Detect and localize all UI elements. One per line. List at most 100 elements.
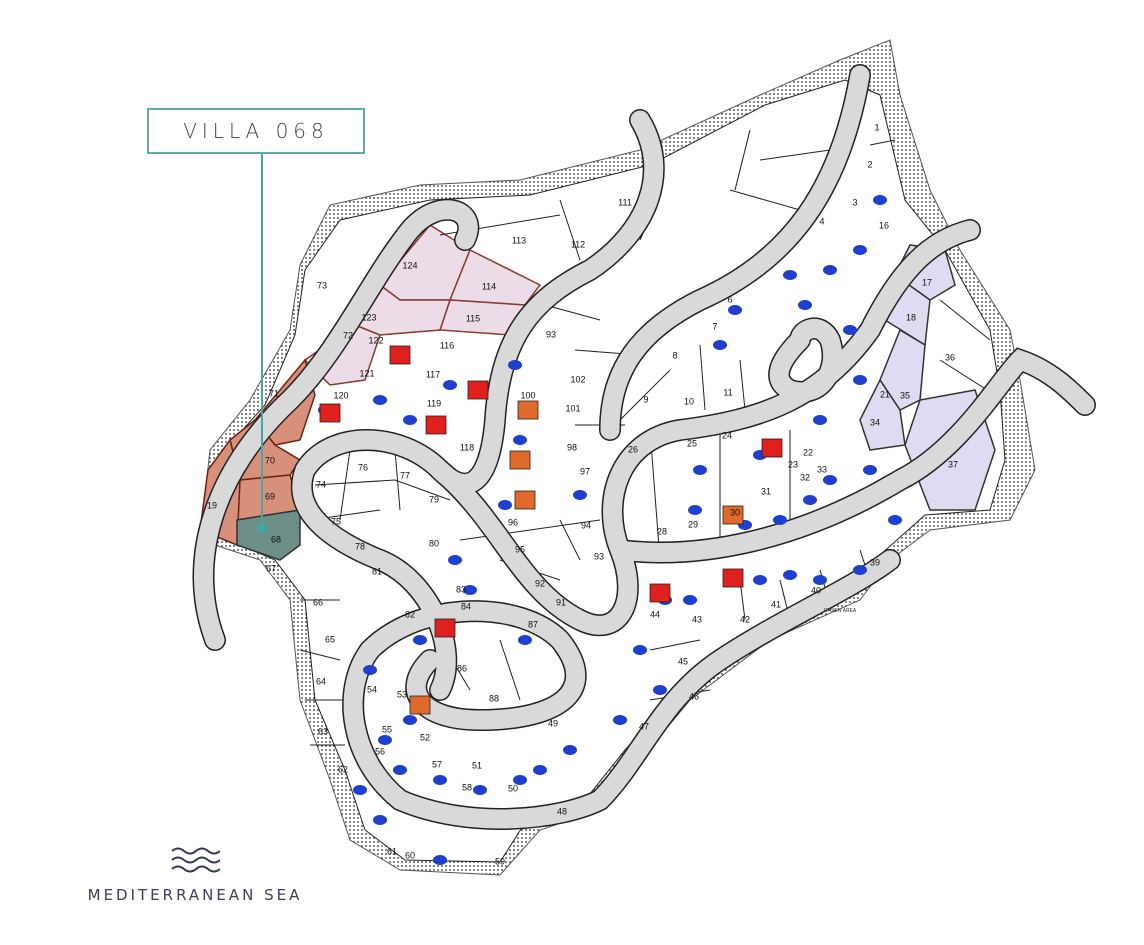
lot-number-76[interactable]: 76 (358, 462, 368, 472)
lot-number-73[interactable]: 73 (317, 280, 327, 290)
lot-number-34[interactable]: 34 (870, 417, 880, 427)
lot-number-48[interactable]: 48 (557, 806, 567, 816)
lot-number-70[interactable]: 70 (265, 455, 275, 465)
lot-number-41[interactable]: 41 (771, 599, 781, 609)
lot-number-4[interactable]: 4 (819, 216, 824, 226)
lot-number-2[interactable]: 2 (867, 159, 872, 169)
lot-number-91[interactable]: 91 (556, 597, 566, 607)
lot-number-65[interactable]: 65 (325, 634, 335, 644)
lot-number-83[interactable]: 83 (456, 584, 466, 594)
lot-number-45[interactable]: 45 (678, 656, 688, 666)
lot-number-94[interactable]: 94 (581, 520, 591, 530)
lot-number-93[interactable]: 93 (546, 329, 556, 339)
lot-number-63[interactable]: 63 (318, 726, 328, 736)
lot-number-113[interactable]: 113 (512, 235, 526, 245)
lot-number-118[interactable]: 118 (460, 442, 474, 452)
lot-number-51[interactable]: 51 (472, 760, 482, 770)
lot-number-18[interactable]: 18 (906, 312, 916, 322)
lot-number-117[interactable]: 117 (426, 369, 440, 379)
lot-number-114[interactable]: 114 (482, 281, 496, 291)
lot-number-96[interactable]: 96 (508, 517, 518, 527)
lot-number-78[interactable]: 78 (355, 541, 365, 551)
lot-number-75[interactable]: 75 (331, 516, 341, 526)
lot-number-87[interactable]: 87 (528, 619, 538, 629)
lot-number-93[interactable]: 93 (594, 551, 604, 561)
lot-number-97[interactable]: 97 (580, 466, 590, 476)
lot-number-23[interactable]: 23 (788, 459, 798, 469)
lot-number-115[interactable]: 115 (466, 313, 480, 323)
lot-number-102[interactable]: 102 (570, 374, 585, 384)
lot-number-116[interactable]: 116 (440, 340, 454, 350)
lot-number-124[interactable]: 124 (402, 260, 417, 270)
lot-number-22[interactable]: 22 (803, 447, 813, 457)
lot-number-31[interactable]: 31 (761, 486, 771, 496)
lot-number-59[interactable]: 59 (495, 856, 505, 866)
lot-number-80[interactable]: 80 (429, 538, 439, 548)
lot-number-71[interactable]: 71 (269, 388, 279, 398)
lot-number-29[interactable]: 29 (688, 519, 698, 529)
lot-number-98[interactable]: 98 (567, 442, 577, 452)
lot-number-55[interactable]: 55 (382, 724, 392, 734)
lot-number-26[interactable]: 26 (628, 444, 638, 454)
lot-number-77[interactable]: 77 (400, 470, 410, 480)
lot-number-17[interactable]: 17 (922, 277, 932, 287)
lot-number-84[interactable]: 84 (461, 601, 471, 611)
lot-number-25[interactable]: 25 (687, 438, 697, 448)
lot-68-parcel[interactable] (236, 509, 301, 561)
lot-number-62[interactable]: 62 (338, 764, 348, 774)
lot-number-19[interactable]: 19 (207, 500, 217, 510)
lot-number-88[interactable]: 88 (489, 693, 499, 703)
lot-number-50[interactable]: 50 (508, 783, 518, 793)
lot-number-9[interactable]: 9 (643, 394, 648, 404)
lot-number-44[interactable]: 44 (650, 609, 660, 619)
lot-number-79[interactable]: 79 (429, 494, 439, 504)
lot-number-54[interactable]: 54 (367, 684, 377, 694)
lot-number-43[interactable]: 43 (692, 614, 702, 624)
lot-number-33[interactable]: 33 (817, 464, 827, 474)
villa-callout-label[interactable]: VILLA 068 (147, 108, 365, 154)
lot-number-92[interactable]: 92 (535, 578, 545, 588)
lot-number-123[interactable]: 123 (361, 312, 376, 322)
lot-number-39[interactable]: 39 (870, 557, 880, 567)
lot-number-74[interactable]: 74 (316, 479, 326, 489)
lot-number-122[interactable]: 122 (368, 335, 383, 345)
lot-number-8[interactable]: 8 (672, 350, 677, 360)
lot-number-53[interactable]: 53 (397, 689, 407, 699)
lot-number-42[interactable]: 42 (740, 614, 750, 624)
lot-number-37[interactable]: 37 (948, 459, 958, 469)
lot-number-21[interactable]: 21 (880, 389, 890, 399)
lot-number-49[interactable]: 49 (548, 718, 558, 728)
lot-number-121[interactable]: 121 (359, 368, 374, 378)
lot-number-112[interactable]: 112 (571, 239, 585, 249)
lot-number-95[interactable]: 95 (515, 544, 525, 554)
lot-number-35[interactable]: 35 (900, 390, 910, 400)
lot-number-60[interactable]: 60 (405, 850, 415, 860)
lot-number-69[interactable]: 69 (265, 491, 275, 501)
lot-number-101[interactable]: 101 (565, 403, 580, 413)
lot-number-52[interactable]: 52 (420, 732, 430, 742)
lot-34-parcel[interactable] (859, 378, 906, 451)
lot-number-6[interactable]: 6 (727, 294, 732, 304)
lot-number-47[interactable]: 47 (639, 721, 649, 731)
lot-number-66[interactable]: 66 (313, 597, 323, 607)
lot-number-10[interactable]: 10 (684, 396, 694, 406)
lot-number-82[interactable]: 82 (405, 609, 415, 619)
lot-number-16[interactable]: 16 (879, 220, 889, 230)
lot-number-36[interactable]: 36 (945, 352, 955, 362)
lot-number-56[interactable]: 56 (375, 746, 385, 756)
lot-number-72[interactable]: 72 (343, 330, 353, 340)
lot-number-40[interactable]: 40 (811, 585, 821, 595)
lot-number-24[interactable]: 24 (722, 430, 732, 440)
lot-number-28[interactable]: 28 (657, 526, 667, 536)
lot-number-7[interactable]: 7 (712, 321, 717, 331)
lot-number-81[interactable]: 81 (372, 566, 382, 576)
lot-number-58[interactable]: 58 (462, 782, 472, 792)
lot-number-86[interactable]: 86 (457, 663, 467, 673)
lot-number-30[interactable]: 30 (730, 507, 740, 517)
lot-number-1[interactable]: 1 (874, 122, 879, 132)
lot-number-64[interactable]: 64 (316, 676, 326, 686)
lot-number-3[interactable]: 3 (852, 197, 857, 207)
lot-number-100[interactable]: 100 (520, 390, 535, 400)
lot-number-57[interactable]: 57 (432, 759, 442, 769)
lot-number-68[interactable]: 68 (271, 534, 281, 544)
